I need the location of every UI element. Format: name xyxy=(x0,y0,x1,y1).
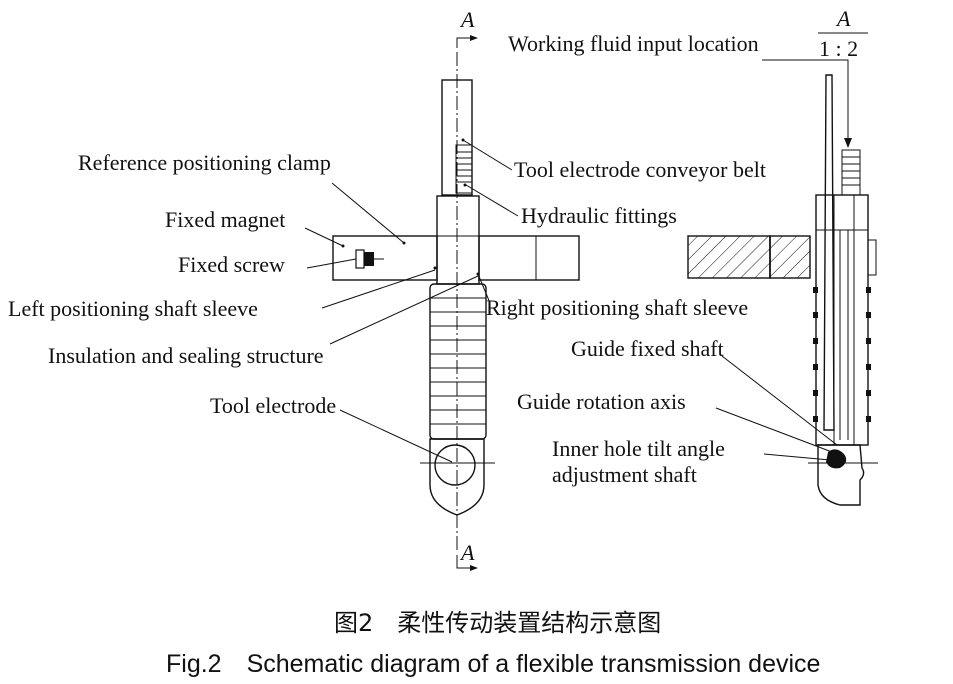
caption-english: Fig.2 Schematic diagram of a flexible tr… xyxy=(166,650,820,678)
label-reference-clamp: Reference positioning clamp xyxy=(78,150,331,175)
label-guide-fixed: Guide fixed shaft xyxy=(571,336,724,361)
section-mark-bottom: A xyxy=(456,540,478,571)
tool-tip xyxy=(420,438,495,516)
label-fixed-magnet: Fixed magnet xyxy=(165,207,285,232)
label-guide-rotation: Guide rotation axis xyxy=(517,389,686,414)
label-right-sleeve: Right positioning shaft sleeve xyxy=(486,295,748,320)
fluid-input-line xyxy=(762,59,849,145)
guide-strip xyxy=(823,74,835,431)
section-letter-bottom: A xyxy=(459,540,475,565)
section-mark-top: A xyxy=(456,7,478,48)
label-left-sleeve: Left positioning shaft sleeve xyxy=(8,296,258,321)
label-conveyor-belt: Tool electrode conveyor belt xyxy=(514,157,766,182)
main-body xyxy=(436,195,480,285)
section-view: A 1 : 2 xyxy=(687,6,878,506)
conveyor-belt-spring xyxy=(455,144,473,194)
section-tip xyxy=(808,444,878,506)
front-view: A A xyxy=(332,7,580,571)
leader-lines xyxy=(304,139,838,463)
labels: Working fluid input location Reference p… xyxy=(8,31,766,487)
upper-rod xyxy=(441,79,473,196)
side-dots xyxy=(813,287,871,422)
label-hydraulic: Hydraulic fittings xyxy=(521,203,677,228)
fixed-screw xyxy=(355,249,384,269)
section-letter-top: A xyxy=(459,7,475,32)
section-spring xyxy=(841,149,861,196)
label-working-fluid: Working fluid input location xyxy=(508,31,759,56)
label-fixed-screw: Fixed screw xyxy=(178,252,285,277)
tool-electrode-bellows xyxy=(429,283,487,440)
label-inner-hole-2: adjustment shaft xyxy=(552,462,697,487)
reference-clamp-plate xyxy=(332,235,580,281)
label-tool-electrode: Tool electrode xyxy=(210,393,336,418)
label-insulation: Insulation and sealing structure xyxy=(48,343,324,368)
view-letter: A xyxy=(835,6,851,31)
view-scale: 1 : 2 xyxy=(819,36,858,61)
caption-chinese: 图2 柔性传动装置结构示意图 xyxy=(334,609,661,637)
label-inner-hole-1: Inner hole tilt angle xyxy=(552,436,725,461)
section-clamp xyxy=(687,235,811,279)
